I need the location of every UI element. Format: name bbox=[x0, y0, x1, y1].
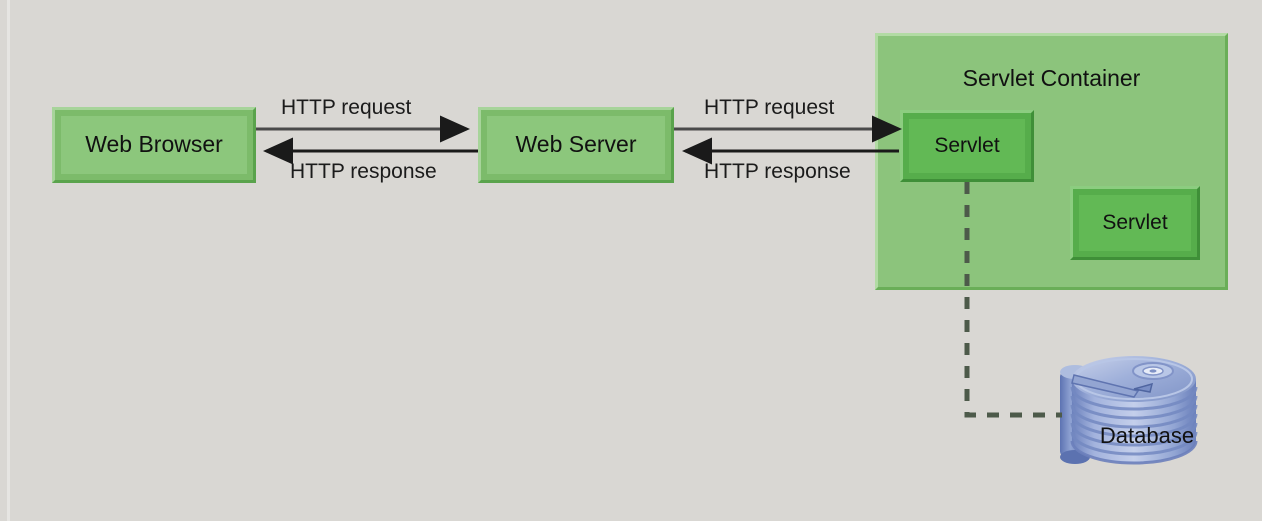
web-browser-inner-fill bbox=[61, 116, 247, 174]
web-server-inner-fill bbox=[487, 116, 665, 174]
label-server-to-container-request: HTTP request bbox=[704, 96, 835, 119]
label-server-to-browser-response: HTTP response bbox=[290, 160, 437, 183]
servlet-one-label: Servlet bbox=[934, 134, 1000, 158]
database-read-arm bbox=[1071, 374, 1154, 398]
servlet-two-label: Servlet bbox=[1102, 211, 1168, 235]
web-server-label: Web Server bbox=[515, 131, 637, 158]
node-web-server[interactable]: Web Server bbox=[478, 107, 674, 183]
node-servlet-two[interactable]: Servlet bbox=[1070, 186, 1200, 260]
database-label: Database bbox=[1099, 423, 1195, 448]
servlet-container-label: Servlet Container bbox=[962, 65, 1141, 91]
servlet-two-inner-fill bbox=[1079, 195, 1191, 251]
label-container-to-server-response: HTTP response bbox=[704, 160, 851, 183]
servlet-one-inner-fill bbox=[909, 119, 1025, 173]
web-browser-label: Web Browser bbox=[85, 131, 223, 158]
label-browser-to-server-request: HTTP request bbox=[281, 96, 412, 119]
node-servlet-one[interactable]: Servlet bbox=[900, 110, 1034, 182]
left-edge-highlight bbox=[7, 0, 10, 521]
database-icon bbox=[1060, 356, 1198, 465]
node-database[interactable]: Database bbox=[1034, 345, 1234, 485]
node-web-browser[interactable]: Web Browser bbox=[52, 107, 256, 183]
